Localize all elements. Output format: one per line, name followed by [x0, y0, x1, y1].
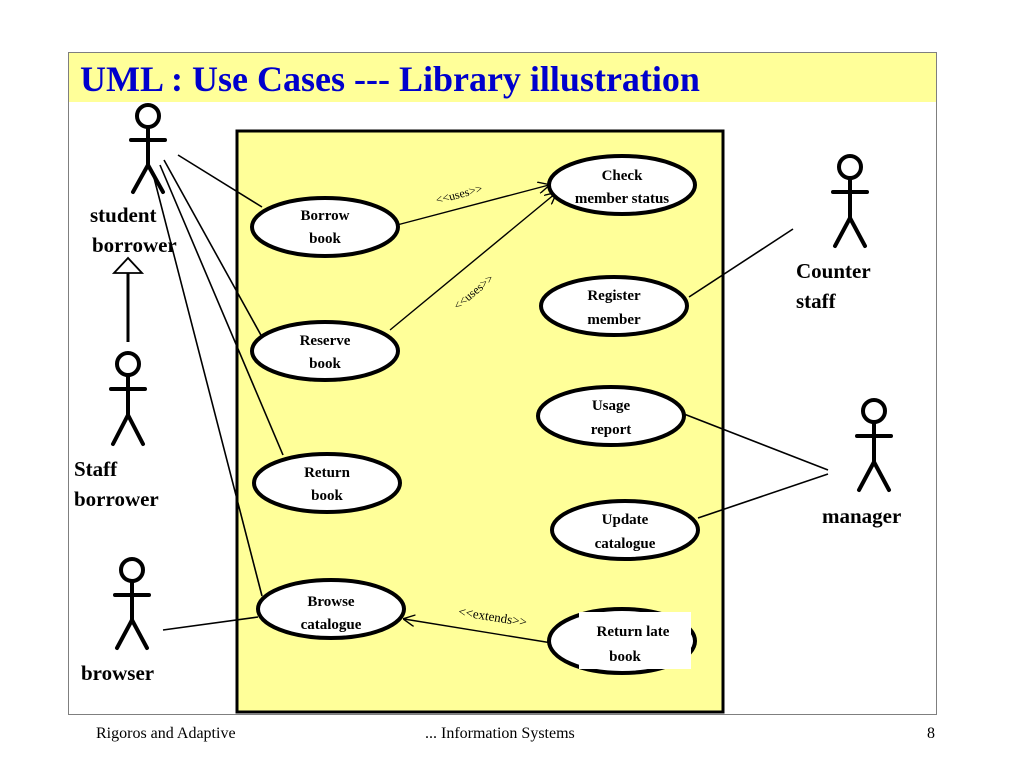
page-number: 8 — [927, 725, 935, 742]
actor-browser-figure — [113, 557, 151, 650]
svg-text:Update: Update — [602, 512, 649, 528]
svg-text:Return: Return — [304, 465, 350, 481]
svg-text:Check: Check — [602, 168, 643, 184]
actor-label-borrower: borrower — [92, 233, 177, 257]
footer-left-text: Rigoros and Adaptive — [96, 725, 236, 742]
actor-label-browser: browser — [81, 661, 154, 685]
generalization-arrow — [111, 256, 145, 342]
uses-reserve-check — [389, 193, 556, 331]
assoc-counter-register — [688, 228, 794, 298]
assoc-student-borrow — [177, 154, 263, 208]
svg-text:Register: Register — [587, 288, 641, 304]
svg-text:book: book — [309, 231, 341, 247]
uses-borrow-check — [396, 185, 549, 226]
svg-text:Browse: Browse — [307, 594, 355, 610]
actor-label-staff-borrower: borrower — [74, 487, 159, 511]
associations — [151, 154, 829, 631]
svg-text:member: member — [587, 312, 641, 328]
use-case-return-book[interactable]: Return book — [252, 452, 402, 514]
svg-text:member status: member status — [575, 191, 669, 207]
svg-text:Borrow: Borrow — [301, 208, 350, 224]
actor-counter-staff-figure — [831, 154, 869, 248]
dependencies — [389, 185, 556, 644]
svg-text:book: book — [609, 649, 641, 665]
svg-text:book: book — [309, 356, 341, 372]
extends-late-browse — [404, 619, 553, 644]
assoc-manager-update — [697, 473, 829, 519]
slide-title: UML : Use Cases --- Library illustration — [80, 59, 700, 99]
assoc-student-return — [159, 164, 284, 456]
footer-center-text: ... Information Systems — [425, 725, 575, 742]
assoc-student-reserve — [163, 159, 263, 338]
use-case-borrow-book[interactable]: Borrow book — [250, 196, 400, 258]
svg-text:catalogue: catalogue — [301, 617, 362, 633]
actor-label-counter-staff: staff — [796, 289, 837, 313]
svg-text:report: report — [591, 422, 632, 438]
actor-label-student: student — [90, 203, 157, 227]
svg-text:Reserve: Reserve — [300, 333, 351, 349]
assoc-student-browse — [151, 169, 263, 597]
svg-text:book: book — [311, 488, 343, 504]
svg-text:catalogue: catalogue — [595, 536, 656, 552]
use-case-return-late-book[interactable]: Return late book — [547, 607, 697, 675]
assoc-browser-browse — [162, 616, 259, 631]
assoc-manager-usage — [683, 413, 829, 471]
actor-student-borrower-figure — [129, 103, 167, 194]
actor-staff-borrower-figure — [109, 351, 147, 446]
use-case-check-member-status[interactable]: Check member status — [547, 154, 697, 216]
use-case-update-catalogue[interactable]: Update catalogue — [550, 499, 700, 561]
use-case-reserve-book[interactable]: Reserve book — [250, 320, 400, 382]
actor-label-manager: manager — [822, 504, 901, 528]
use-case-usage-report[interactable]: Usage report — [536, 385, 686, 447]
svg-text:Usage: Usage — [592, 398, 631, 414]
svg-text:Return late: Return late — [597, 624, 670, 640]
actor-label-staff: Staff — [74, 457, 118, 481]
use-case-register-member[interactable]: Register member — [539, 275, 689, 337]
use-case-browse-catalogue[interactable]: Browse catalogue — [256, 578, 406, 640]
title-bar — [68, 52, 937, 102]
actor-label-counter: Counter — [796, 259, 871, 283]
actor-manager-figure — [855, 398, 893, 492]
